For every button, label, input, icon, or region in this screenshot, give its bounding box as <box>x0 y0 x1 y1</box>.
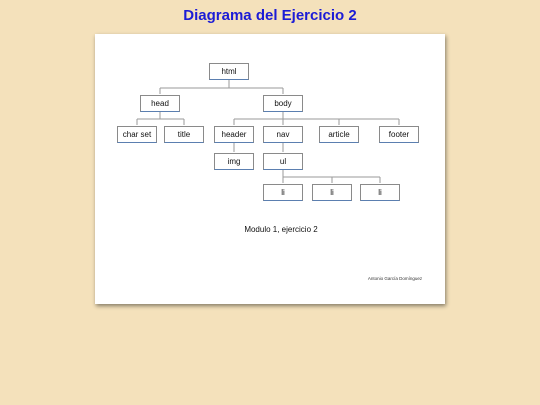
node-article: article <box>319 126 359 143</box>
node-img: img <box>214 153 254 170</box>
page-title: Diagrama del Ejercicio 2 <box>183 7 357 24</box>
node-title: title <box>164 126 204 143</box>
node-charset: char set <box>117 126 157 143</box>
node-ul: ul <box>263 153 303 170</box>
node-li-3: li <box>360 184 400 201</box>
node-nav: nav <box>263 126 303 143</box>
node-footer: footer <box>379 126 419 143</box>
node-html: html <box>209 63 249 80</box>
node-head: head <box>140 95 180 112</box>
author-credit: Antonio García Domínguez <box>367 276 423 281</box>
node-li-2: li <box>312 184 352 201</box>
node-li-1: li <box>263 184 303 201</box>
node-header: header <box>214 126 254 143</box>
diagram-caption: Modulo 1, ejercicio 2 <box>244 225 318 234</box>
node-body: body <box>263 95 303 112</box>
